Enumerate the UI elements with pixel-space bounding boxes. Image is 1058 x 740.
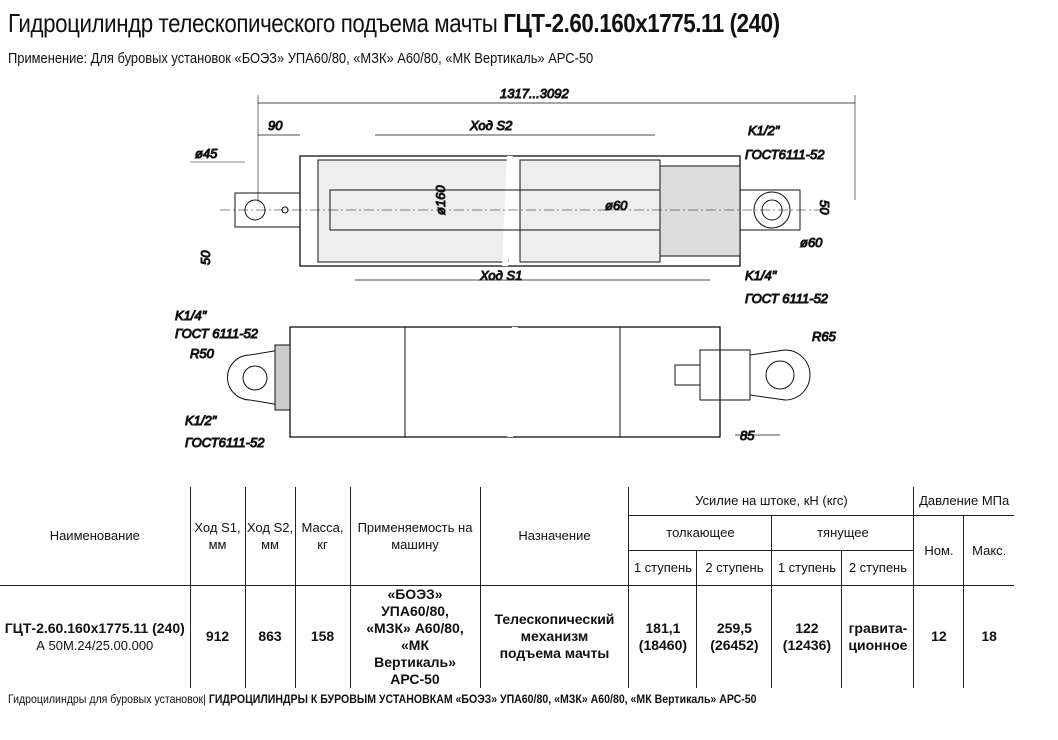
table-row: ГЦТ-2.60.160x1775.11 (240)А 50М.24/25.00… bbox=[0, 585, 1014, 688]
th-pull: тянущее bbox=[771, 515, 914, 551]
th-pull-stage1: 1 ступень bbox=[771, 550, 842, 586]
side-k14: K1/4" bbox=[175, 308, 208, 323]
row-push1: 181,1 bbox=[645, 619, 681, 636]
row-push2: 259,5 bbox=[716, 619, 752, 636]
title-model: ГЦТ-2.60.160x1775.11 (240) bbox=[503, 8, 780, 38]
stroke-s1: Ход S1 bbox=[479, 268, 522, 283]
side-k14-std: ГОСТ 6111-52 bbox=[175, 326, 259, 341]
dia45: ø45 bbox=[195, 146, 218, 161]
th-mass: Масса, кг bbox=[294, 487, 350, 586]
port-top-thread: K1/2" bbox=[748, 123, 781, 138]
subtitle: Применение: Для буровых установок «БОЭЗ»… bbox=[8, 50, 594, 67]
dim50-left: 50 bbox=[198, 250, 213, 265]
th-name: Наименование bbox=[0, 487, 190, 586]
row-purpose: Телескопический механизм подъема мачты bbox=[479, 585, 629, 688]
row-push1-kgf: (18460) bbox=[638, 636, 688, 653]
th-force: Усилие на штоке, кН (кгс) bbox=[628, 487, 914, 516]
th-pressure: Давление МПа bbox=[913, 487, 1014, 516]
dia60-eye: ø60 bbox=[800, 235, 823, 250]
th-push-stage1: 1 ступень bbox=[628, 550, 697, 586]
title-text: Гидроцилиндр телескопического подъема ма… bbox=[8, 8, 498, 38]
port-bot-thread: K1/4" bbox=[745, 268, 778, 283]
port-top-std: ГОСТ6111-52 bbox=[745, 147, 825, 162]
row-machine: «БОЭЗ» УПА60/80, «МЗК» А60/80, «МК Верти… bbox=[349, 585, 480, 688]
footer-title: ГИДРОЦИЛИНДРЫ К БУРОВЫМ УСТАНОВКАМ «БОЭЗ… bbox=[208, 692, 757, 706]
dim50-right: 50 bbox=[817, 200, 832, 215]
th-s2: Ход S2, мм bbox=[244, 487, 295, 586]
dia160: ø160 bbox=[433, 185, 448, 215]
row-nom: 12 bbox=[913, 585, 964, 688]
th-max: Макс. bbox=[963, 515, 1014, 586]
th-push-stage2: 2 ступень bbox=[696, 550, 772, 586]
dim-90: 90 bbox=[268, 118, 283, 133]
dim-85: 85 bbox=[740, 428, 755, 443]
row-s1: 912 bbox=[189, 585, 245, 688]
port-bot-std: ГОСТ 6111-52 bbox=[745, 291, 829, 306]
overall-dim: 1317...3092 bbox=[500, 86, 569, 101]
r65: R65 bbox=[812, 329, 837, 344]
row-mass: 158 bbox=[294, 585, 350, 688]
th-machine: Применяемость на машину bbox=[349, 487, 480, 586]
row-s2: 863 bbox=[244, 585, 295, 688]
row-pull1-kgf: (12436) bbox=[782, 636, 832, 653]
row-code: А 50М.24/25.00.000 bbox=[36, 637, 154, 653]
row-pull1: 122 bbox=[795, 619, 819, 636]
technical-drawing: 1317...3092 90 Ход S2 ø45 ø160 ø60 50 50… bbox=[175, 86, 856, 451]
th-pull-stage2: 2 ступень bbox=[841, 550, 914, 586]
page-title: Гидроцилиндр телескопического подъема ма… bbox=[8, 8, 780, 39]
spec-table: Наименование Ход S1, мм Ход S2, мм Масса… bbox=[0, 487, 1014, 688]
row-name: ГЦТ-2.60.160x1775.11 (240) bbox=[4, 619, 185, 636]
footer: Гидроцилиндры для буровых установок| ГИД… bbox=[8, 692, 757, 706]
stroke-s2: Ход S2 bbox=[469, 118, 513, 133]
th-nom: Ном. bbox=[913, 515, 964, 586]
dia60-rod: ø60 bbox=[605, 198, 628, 213]
r50: R50 bbox=[190, 346, 215, 361]
row-push2-kgf: (26452) bbox=[710, 636, 759, 653]
th-s1: Ход S1, мм bbox=[189, 487, 245, 586]
side-k12-std: ГОСТ6111-52 bbox=[185, 435, 265, 450]
row-max: 18 bbox=[963, 585, 1014, 688]
footer-section: Гидроцилиндры для буровых установок| bbox=[8, 692, 206, 706]
th-push: толкающее bbox=[628, 515, 772, 551]
side-k12: K1/2" bbox=[185, 413, 218, 428]
th-purpose: Назначение bbox=[479, 487, 629, 586]
row-pull2: гравита-ционное bbox=[841, 585, 914, 688]
